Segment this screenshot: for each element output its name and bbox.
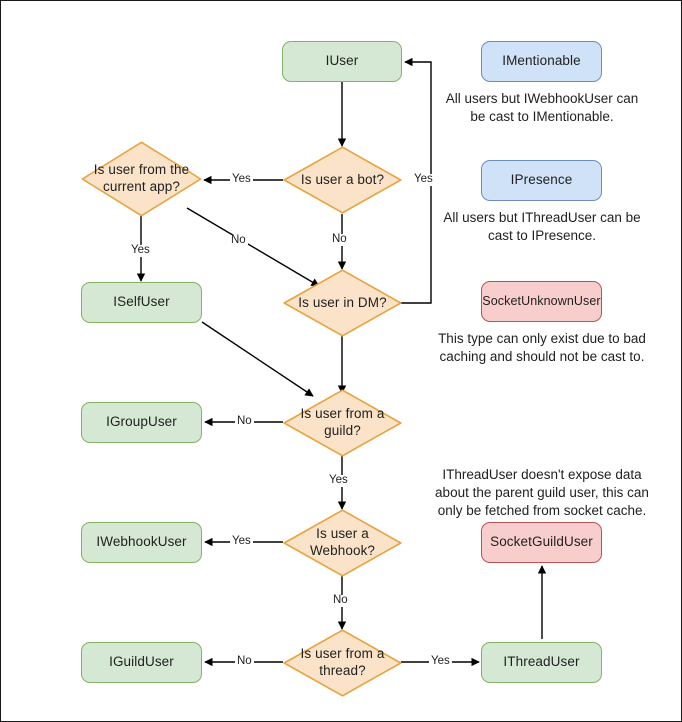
node-socketguilduser-label: SocketGuildUser [490,534,593,550]
diamond-shape-is-bot [283,146,402,214]
edge-label-thread-yes: Yes [429,655,452,668]
edge-label-webhook-no: No [331,594,350,607]
edge-label-bot-no: No [330,233,349,246]
node-imentionable-label: IMentionable [502,53,581,69]
node-iuser[interactable]: IUser [282,41,402,82]
edge-label-webhook-yes: Yes [230,535,253,548]
node-socketunknownuser[interactable]: SocketUnknownUser [481,281,602,322]
edge-label-thread-no: No [235,655,254,668]
node-ithreaduser[interactable]: IThreadUser [481,642,602,683]
node-is-user-from-current-app-label: Is user from the current app? [93,162,190,194]
node-is-user-a-webhook[interactable]: Is user a Webhook? [283,509,402,577]
node-igroupuser[interactable]: IGroupUser [81,402,202,443]
node-is-user-from-thread-label: Is user from a thread? [300,646,385,678]
node-iwebhookuser-label: IWebhookUser [96,534,187,550]
diamond-shape-is-thread [283,629,402,697]
node-is-user-from-thread[interactable]: Is user from a thread? [283,629,402,697]
note-ipresence: All users but IThreadUser can be cast to… [443,210,641,243]
node-is-user-from-current-app[interactable]: Is user from the current app? [81,141,202,217]
edge-label-bot-yes: Yes [230,173,253,186]
edge-label-guild-no: No [235,415,254,428]
node-imentionable[interactable]: IMentionable [481,41,602,82]
node-ithreaduser-label: IThreadUser [503,654,580,670]
edge-label-app-yes: Yes [129,244,152,257]
node-is-user-from-guild-label: Is user from a guild? [300,406,385,438]
note-socketunknownuser: This type can only exist due to bad cach… [438,331,646,364]
node-ipresence-label: IPresence [510,172,573,188]
diamond-shape-is-current-app [81,141,202,217]
node-is-user-a-bot[interactable]: Is user a bot? [283,146,402,214]
node-is-user-in-dm[interactable]: Is user in DM? [283,269,402,337]
node-ipresence[interactable]: IPresence [481,160,602,201]
node-socketunknownuser-label: SocketUnknownUser [482,293,601,308]
node-is-user-from-guild[interactable]: Is user from a guild? [283,389,402,457]
edge-label-dm-yes: Yes [412,173,435,186]
node-is-user-a-webhook-label: Is user a Webhook? [309,526,376,558]
note-socketguilduser: IThreadUser doesn't expose data about th… [435,467,649,518]
node-iselfuser[interactable]: ISelfUser [81,282,202,323]
node-iguilduser-label: IGuildUser [109,654,174,670]
edge-label-app-no: No [229,234,248,247]
node-igroupuser-label: IGroupUser [106,414,177,430]
node-is-user-a-bot-label: Is user a bot? [300,171,385,187]
node-iuser-label: IUser [325,53,359,69]
node-iguilduser[interactable]: IGuildUser [81,642,202,683]
node-iselfuser-label: ISelfUser [113,294,170,310]
node-socketguilduser[interactable]: SocketGuildUser [481,522,602,563]
node-iwebhookuser[interactable]: IWebhookUser [81,522,202,563]
node-is-user-in-dm-label: Is user in DM? [298,294,387,310]
edge-label-guild-yes: Yes [327,474,350,487]
note-imentionable: All users but IWebhookUser can be cast t… [445,91,639,124]
